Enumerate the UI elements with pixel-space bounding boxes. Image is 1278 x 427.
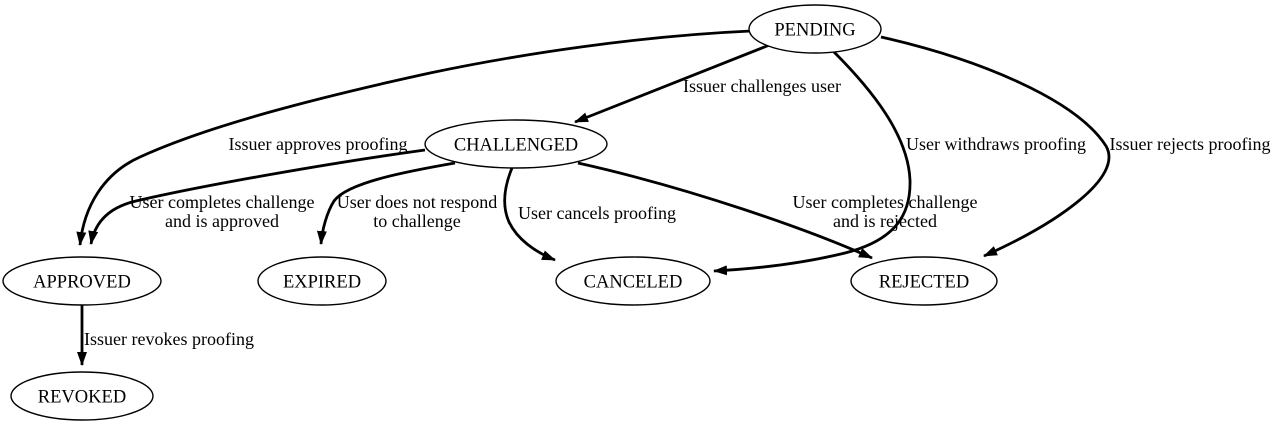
node-canceled-ellipse bbox=[555, 256, 711, 306]
edge-pending-rejected bbox=[880, 35, 1111, 258]
node-revoked-ellipse bbox=[10, 371, 154, 421]
node-canceled-label: CANCELED bbox=[584, 273, 683, 293]
edge-label-user-does-not-respond-line1: User does not respond bbox=[337, 192, 497, 212]
edge-label-user-completes-challenge-rejected-line2: and is rejected bbox=[833, 211, 937, 231]
node-approved-label: APPROVED bbox=[33, 273, 131, 293]
edge-label-user-completes-challenge-approved-line1: User completes challenge bbox=[130, 192, 315, 212]
node-approved: APPROVED bbox=[2, 256, 162, 306]
node-expired: EXPIRED bbox=[257, 256, 387, 306]
edge-label-user-completes-challenge-rejected-line1: User completes challenge bbox=[793, 192, 978, 212]
edge-challenged-approved bbox=[88, 148, 426, 245]
edge-pending-approved bbox=[76, 29, 752, 246]
node-approved-ellipse bbox=[2, 256, 162, 306]
edge-label-issuer-challenges-user: Issuer challenges user bbox=[683, 76, 841, 96]
edge-pending-canceled bbox=[713, 51, 912, 276]
edge-challenged-expired bbox=[316, 161, 456, 245]
node-rejected-label: REJECTED bbox=[879, 273, 969, 293]
node-revoked: REVOKED bbox=[10, 371, 154, 421]
node-challenged: CHALLENGED bbox=[424, 119, 608, 169]
edge-label-user-completes-challenge-approved-line2: and is approved bbox=[165, 211, 279, 231]
edge-challenged-rejected bbox=[577, 161, 873, 260]
edge-label-user-withdraws-proofing: User withdraws proofing bbox=[906, 134, 1086, 154]
node-pending: PENDING bbox=[748, 4, 882, 54]
node-expired-label: EXPIRED bbox=[283, 273, 361, 293]
edge-label-user-cancels-proofing: User cancels proofing bbox=[518, 203, 676, 223]
node-expired-ellipse bbox=[257, 256, 387, 306]
node-revoked-label: REVOKED bbox=[38, 388, 126, 408]
node-canceled: CANCELED bbox=[555, 256, 711, 306]
node-rejected-ellipse bbox=[850, 256, 998, 306]
edge-pending-challenged bbox=[574, 42, 773, 124]
edge-label-user-does-not-respond-line2: to challenge bbox=[373, 211, 460, 231]
node-rejected: REJECTED bbox=[850, 256, 998, 306]
edge-challenged-canceled bbox=[503, 167, 556, 262]
edge-label-issuer-rejects-proofing: Issuer rejects proofing bbox=[1110, 134, 1271, 154]
edge-label-issuer-revokes-proofing: Issuer revokes proofing bbox=[84, 329, 254, 349]
node-challenged-label: CHALLENGED bbox=[454, 136, 578, 156]
node-pending-ellipse bbox=[748, 4, 882, 54]
node-challenged-ellipse bbox=[424, 119, 608, 169]
node-pending-label: PENDING bbox=[774, 21, 855, 41]
edge-label-issuer-approves-proofing: Issuer approves proofing bbox=[229, 134, 408, 154]
